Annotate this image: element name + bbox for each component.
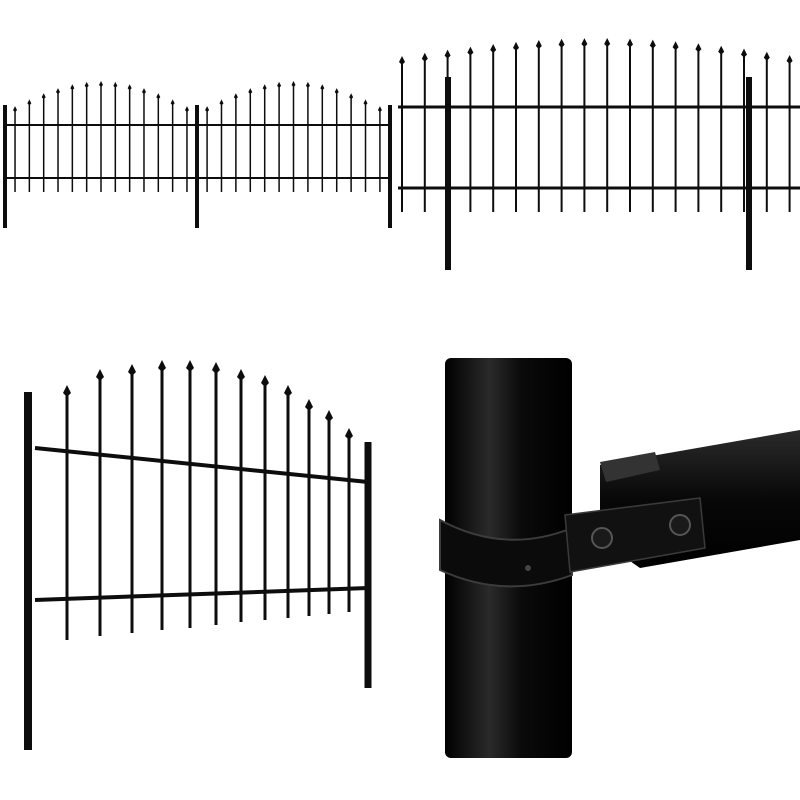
closeup-bolt-icon: [669, 514, 691, 536]
spear-tip: [291, 81, 296, 87]
spear-tip: [99, 81, 103, 87]
fence-front-view-panel: [3, 81, 392, 228]
spear-tip: [718, 45, 725, 55]
spear-tip: [41, 93, 46, 100]
spear-tip: [672, 41, 679, 51]
spear-tip: [262, 84, 267, 91]
spear-tip: [535, 40, 542, 50]
spear-tip: [695, 43, 702, 53]
spear-tip: [56, 88, 61, 95]
spear-tip: [284, 385, 292, 397]
spear-tip: [158, 360, 166, 372]
spear-tip: [763, 51, 770, 61]
spear-tip: [184, 106, 189, 113]
spear-tip: [320, 84, 325, 91]
spear-tip: [363, 99, 368, 106]
closeup-clamp-plate: [564, 497, 706, 573]
spear-tip: [212, 362, 220, 374]
spear-tip: [237, 369, 245, 381]
fence-zoomed-front-view-panel: [398, 38, 800, 270]
fence-perspective-view-panel: [24, 360, 372, 750]
spear-tip: [63, 385, 71, 397]
spear-tip: [27, 99, 32, 106]
spear-tip: [277, 81, 282, 88]
spear-tip: [444, 49, 451, 59]
spear-tip: [558, 38, 565, 48]
spear-tip: [219, 99, 224, 106]
spear-tip: [377, 106, 382, 113]
spear-tip: [741, 48, 747, 58]
fence-bracket-closeup-panel: [439, 358, 800, 758]
spear-tip: [399, 56, 405, 65]
spear-tip: [421, 52, 428, 62]
spear-tip: [581, 38, 588, 48]
spear-tip: [334, 88, 339, 95]
spear-tip: [113, 81, 118, 88]
spear-tip: [233, 93, 238, 100]
spear-tip: [84, 81, 89, 88]
spear-tip: [786, 54, 793, 64]
spear-tip: [467, 46, 474, 56]
spear-tip: [141, 88, 146, 95]
spear-tip: [649, 39, 656, 49]
closeup-clamp-ring: [439, 518, 573, 588]
spear-tip: [305, 399, 313, 411]
spear-tip: [604, 38, 611, 48]
spear-tip: [13, 106, 18, 113]
spear-tip: [205, 106, 210, 113]
spear-tip: [128, 364, 136, 376]
spear-tip: [345, 428, 353, 440]
spear-tip: [325, 410, 333, 422]
spear-tip: [490, 44, 497, 54]
bottom-rail: [34, 586, 369, 602]
closeup-bolt-icon: [591, 527, 613, 549]
top-rail: [34, 446, 369, 484]
spear-tip: [170, 99, 175, 106]
spear-tip: [513, 41, 519, 51]
spear-tip: [248, 88, 253, 95]
spear-tip: [261, 375, 269, 387]
spear-tip: [156, 93, 161, 100]
spear-tip: [349, 93, 354, 100]
spear-tip: [186, 360, 194, 372]
spear-tip: [627, 38, 633, 48]
closeup-tube-end: [600, 452, 660, 482]
spear-tip: [305, 81, 310, 88]
spear-tip: [96, 369, 104, 381]
spear-tip: [70, 84, 75, 91]
closeup-rivet: [525, 565, 531, 571]
spear-tip: [127, 84, 132, 91]
